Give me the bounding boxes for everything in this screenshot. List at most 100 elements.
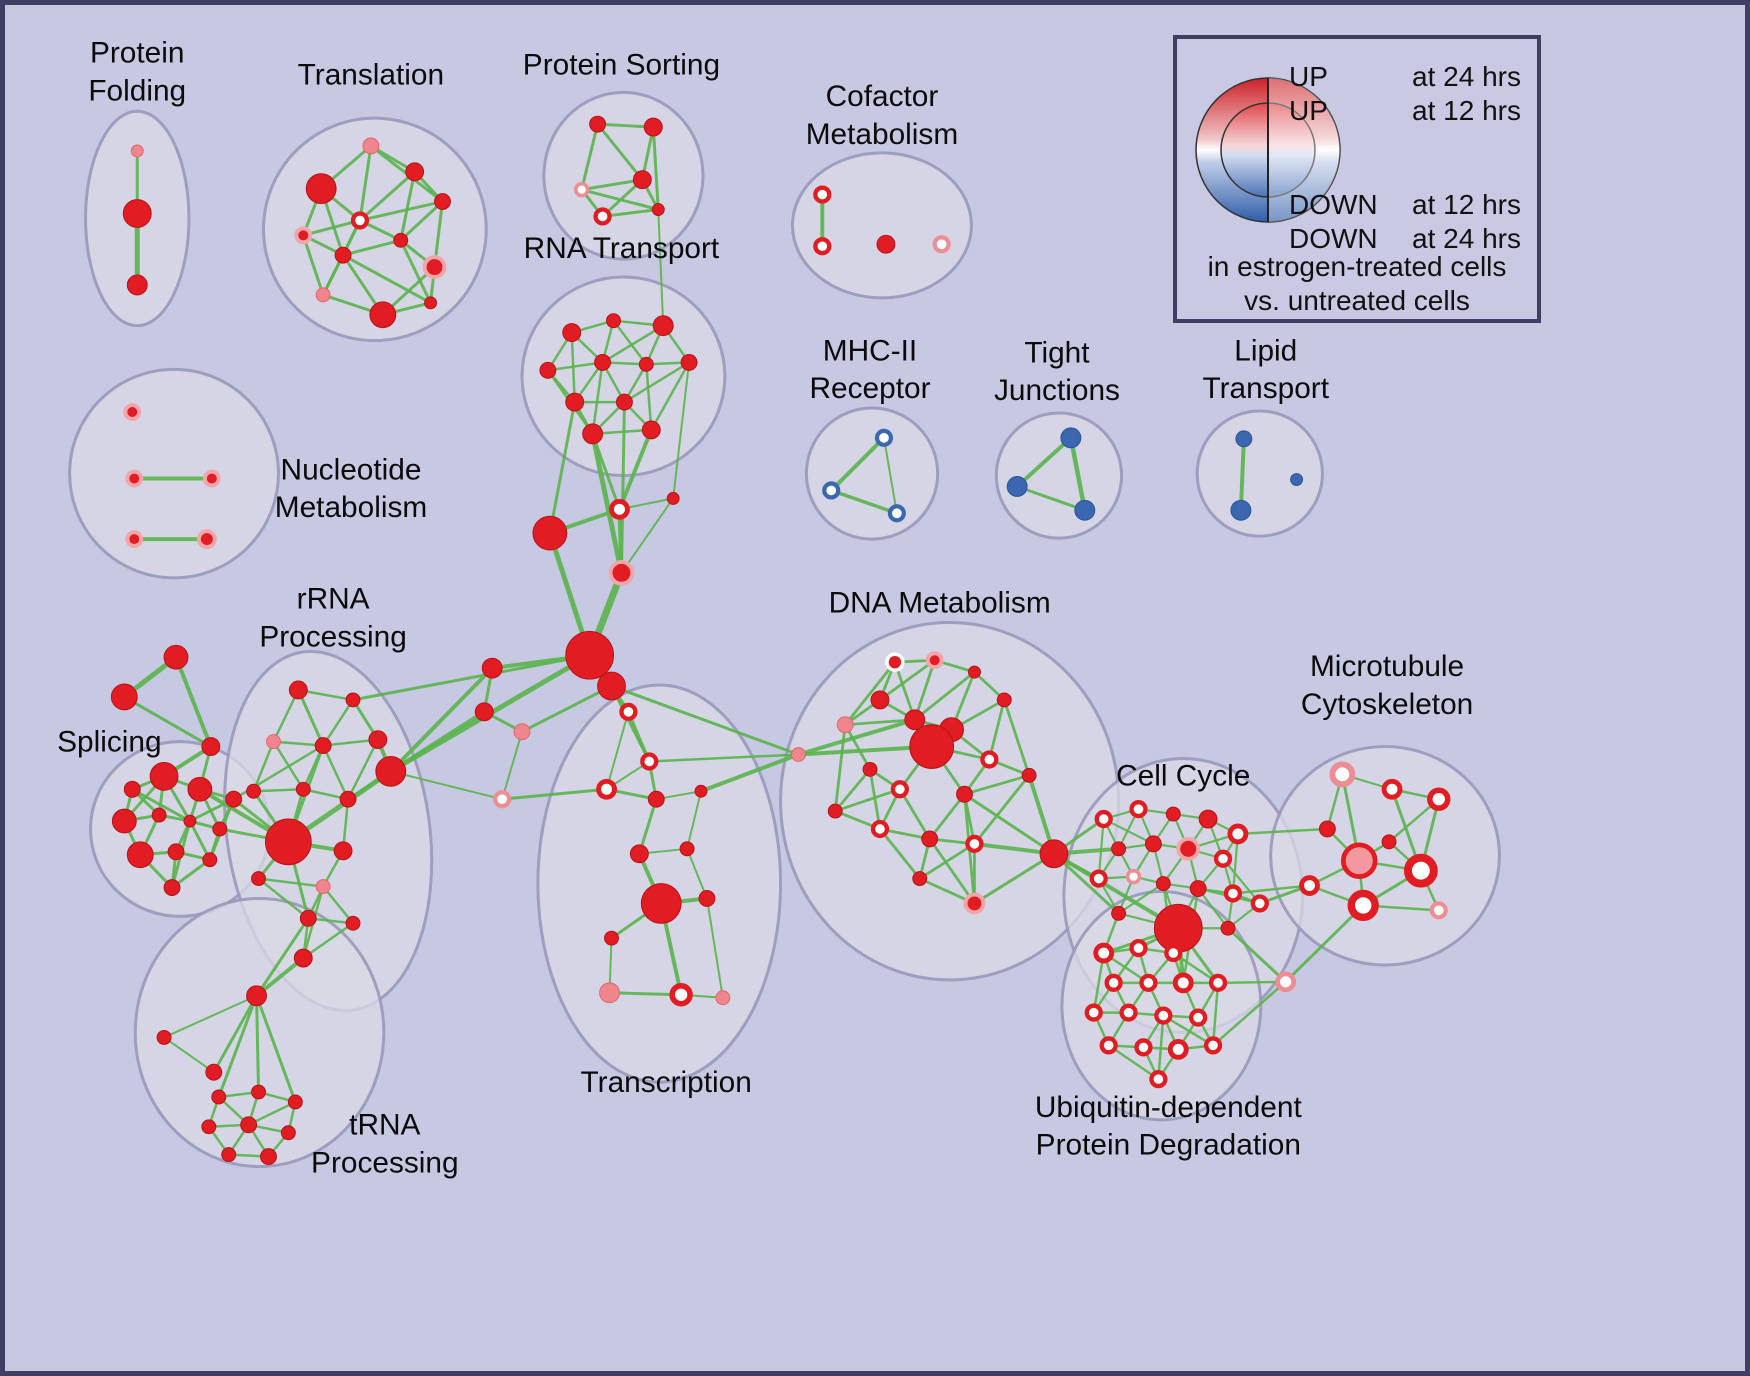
network-edge	[388, 709, 487, 774]
network-node	[1223, 884, 1243, 903]
network-node	[434, 193, 451, 210]
network-node	[1111, 905, 1127, 921]
network-edge	[1221, 857, 1261, 905]
network-node	[1139, 973, 1158, 992]
cluster-region-lipid-transport	[1195, 409, 1324, 538]
network-node	[424, 296, 438, 310]
network-node	[187, 776, 213, 802]
cluster-region-microtubule-cytoskeleton	[1269, 745, 1501, 967]
network-edge	[650, 361, 691, 432]
network-node	[1329, 761, 1356, 788]
network-node	[362, 137, 380, 155]
network-node	[369, 301, 397, 329]
network-edge	[388, 666, 495, 774]
network-node	[167, 843, 185, 861]
network-node	[405, 162, 425, 182]
network-node	[1299, 875, 1320, 896]
network-edge	[321, 698, 355, 747]
network-edge	[546, 361, 604, 372]
legend-dir-label: UP	[1289, 95, 1328, 126]
network-node	[1318, 820, 1336, 838]
network-edge	[1015, 484, 1087, 512]
network-edge	[247, 1100, 297, 1127]
network-node	[149, 761, 179, 791]
network-node	[862, 761, 878, 777]
network-node	[240, 1116, 258, 1134]
network-node	[640, 883, 682, 924]
network-node	[1230, 499, 1252, 521]
network-node	[619, 702, 638, 721]
network-node	[111, 808, 137, 834]
network-edge	[257, 877, 310, 920]
network-node	[375, 756, 407, 787]
network-node	[260, 1148, 277, 1166]
network-edge	[648, 753, 800, 763]
legend-dir-label: DOWN	[1289, 223, 1378, 254]
network-edge	[321, 885, 355, 925]
network-edge	[255, 994, 297, 1104]
legend-row-up-24: UP at 24 hrs	[1289, 61, 1521, 93]
network-node	[122, 199, 152, 228]
network-edge	[918, 842, 976, 880]
network-node	[813, 237, 832, 256]
network-node	[870, 819, 890, 839]
network-node	[1427, 787, 1451, 811]
legend-box: UP at 24 hrs UP at 12 hrs DOWN at 12 hrs…	[1173, 35, 1541, 323]
network-edge	[833, 768, 872, 813]
network-node	[1381, 834, 1397, 850]
network-node	[965, 834, 984, 853]
network-node	[1167, 1038, 1189, 1060]
network-node	[212, 821, 228, 837]
network-node	[1227, 823, 1249, 845]
network-node	[287, 1094, 303, 1110]
cluster-label-microtubule-cytoskeleton: Cytoskeleton	[1301, 688, 1473, 721]
cluster-label-dna-metabolism: DNA Metabolism	[829, 587, 1051, 620]
legend-dir-label: UP	[1289, 61, 1328, 92]
cluster-region-protein-sorting	[542, 90, 705, 261]
network-edge	[341, 238, 403, 257]
network-node	[887, 504, 906, 523]
network-node	[565, 392, 585, 412]
network-node	[126, 274, 148, 296]
network-edge	[580, 188, 660, 211]
legend-dir-label: DOWN	[1289, 189, 1378, 220]
network-node	[211, 1089, 227, 1105]
network-edge	[341, 253, 433, 305]
network-edge	[928, 792, 966, 841]
network-node	[334, 246, 352, 264]
network-node	[201, 1119, 217, 1135]
legend-time-label: at 12 hrs	[1412, 189, 1521, 220]
network-node	[1208, 973, 1228, 992]
network-edge	[601, 324, 665, 364]
up-down-legend-glyph	[1195, 77, 1341, 223]
network-edge	[212, 994, 259, 1074]
cluster-label-protein-sorting: Protein Sorting	[523, 49, 720, 82]
network-edge	[321, 744, 350, 801]
network-edge	[605, 710, 630, 791]
network-edge	[580, 178, 644, 192]
network-node	[251, 1084, 266, 1100]
network-edge	[637, 797, 658, 856]
network-edge	[963, 773, 1031, 796]
network-edge	[122, 695, 213, 749]
network-edge	[645, 363, 653, 432]
network-edge	[346, 738, 380, 801]
network-node	[890, 780, 909, 799]
network-node	[339, 790, 357, 808]
network-edge	[868, 768, 882, 831]
network-node	[870, 690, 890, 710]
network-edge	[1216, 980, 1287, 985]
network-node	[1119, 1003, 1138, 1022]
network-node	[474, 702, 494, 722]
network-node	[1189, 1008, 1208, 1027]
cluster-region-nucleotide-metabolism	[68, 367, 280, 580]
network-node	[980, 750, 999, 769]
network-edge	[651, 125, 660, 211]
network-node	[532, 515, 568, 551]
network-edge	[1107, 1044, 1160, 1081]
network-node	[967, 665, 981, 679]
network-edge	[1284, 903, 1365, 984]
network-node	[196, 529, 217, 550]
